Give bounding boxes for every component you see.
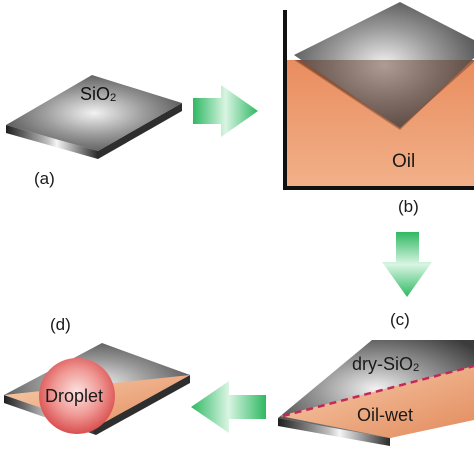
- arrow-c-to-d: [191, 381, 266, 433]
- caption-b: (b): [398, 197, 419, 216]
- panel-d: [4, 343, 190, 435]
- plate-a-label-sub: 2: [110, 91, 117, 104]
- arrow-a-to-b: [193, 85, 258, 137]
- panel-a: [6, 75, 182, 159]
- plate-a-edge: [6, 125, 98, 159]
- plate-a-label-main: SiO: [80, 84, 111, 104]
- dry-sio2-label: dry-SiO2: [352, 355, 419, 373]
- panel-c: [278, 340, 474, 446]
- plate-d-edge-right: [96, 375, 190, 435]
- oil-label: Oil: [392, 151, 416, 172]
- plate-a-label: SiO2: [80, 85, 116, 103]
- plate-b-top: [294, 2, 474, 128]
- plate-a-edge-right: [98, 103, 182, 159]
- panel-b: [283, 2, 474, 190]
- caption-a: (a): [34, 169, 55, 188]
- container-wall: [283, 10, 474, 190]
- droplet: [39, 358, 115, 434]
- droplet-label: Droplet: [45, 386, 104, 406]
- arrow-b-to-c: [382, 232, 432, 297]
- oil-wet-label: Oil-wet: [357, 405, 414, 425]
- plate-c-oil-region: [280, 366, 474, 438]
- dry-sio2-label-sub: 2: [413, 361, 420, 374]
- dry-sio2-label-main: dry-SiO: [352, 354, 414, 374]
- oil-front-boundary: [282, 364, 474, 418]
- plate-b-submerged-part: [296, 60, 474, 128]
- caption-d: (d): [50, 315, 71, 334]
- caption-c: (c): [390, 310, 410, 329]
- plate-a-top: [6, 75, 182, 151]
- plate-c-edge: [278, 418, 390, 446]
